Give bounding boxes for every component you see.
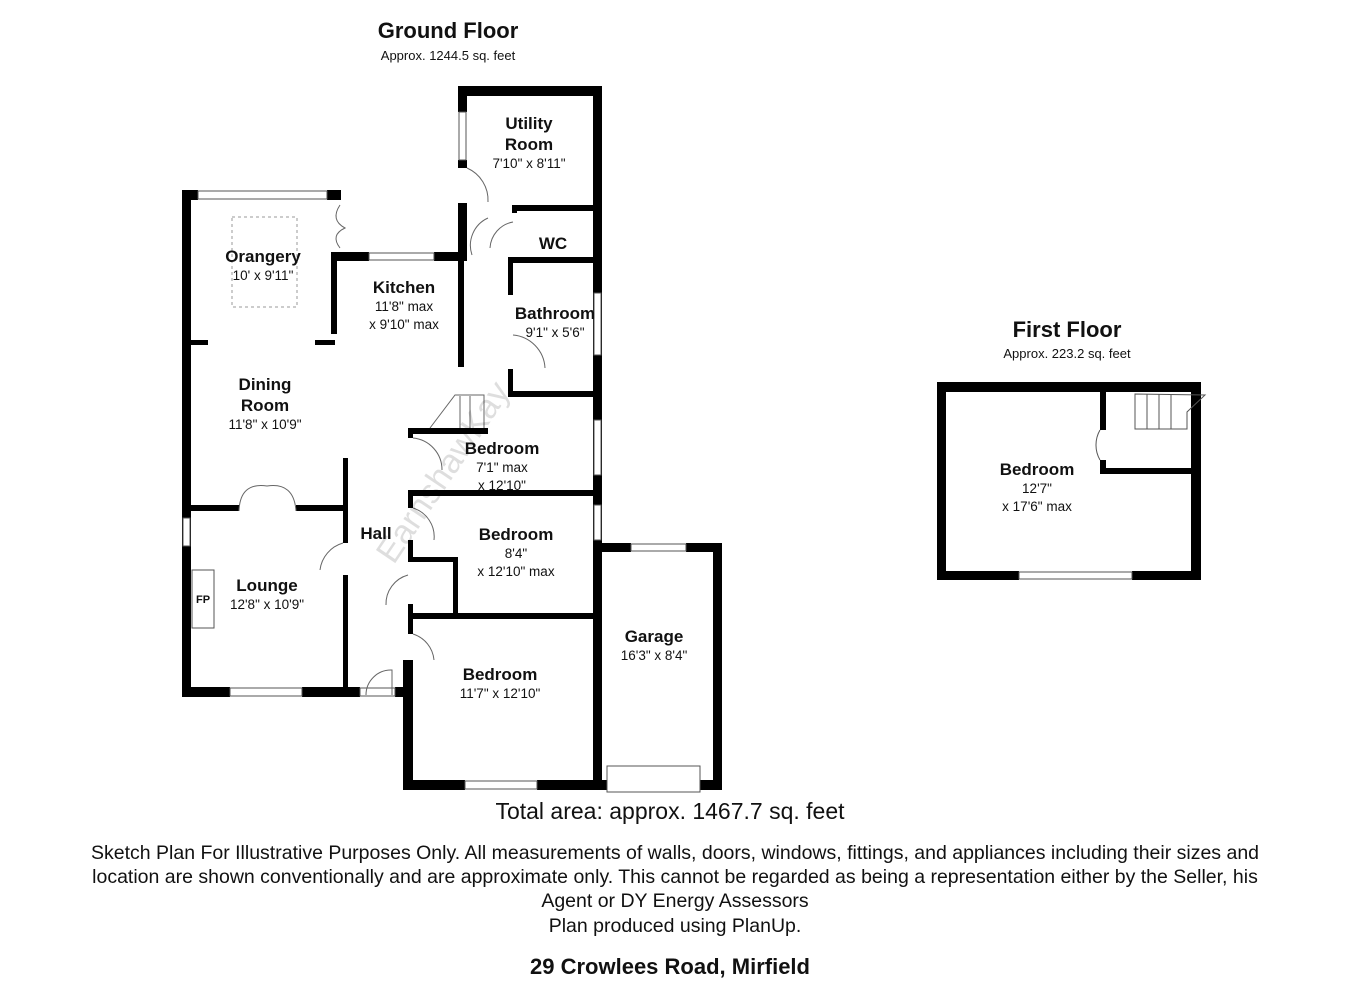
- room-wc: WC: [538, 234, 568, 253]
- first-floor-area: Approx. 223.2 sq. feet: [1003, 346, 1131, 361]
- windows: [182, 111, 701, 793]
- room-bathroom: Bathroom 9'1" x 5'6": [505, 303, 605, 342]
- room-bathroom-dims: 9'1" x 5'6": [525, 325, 585, 340]
- ground-floor-area: Approx. 1244.5 sq. feet: [380, 48, 516, 63]
- room-first-bedroom-name: Bedroom: [999, 460, 1075, 479]
- room-garage-name: Garage: [624, 627, 684, 646]
- room-bedroom-1-dims: 7'1" max x 12'10": [476, 460, 528, 493]
- room-kitchen-name: Kitchen: [372, 278, 436, 297]
- room-bathroom-name: Bathroom: [514, 304, 596, 323]
- room-lounge: Lounge 12'8" x 10'9": [207, 575, 327, 614]
- doors: [231, 167, 546, 696]
- room-orangery-name: Orangery: [225, 247, 301, 266]
- room-garage: Garage 16'3" x 8'4": [594, 626, 714, 665]
- fireplace-label: FP: [195, 594, 211, 606]
- room-lounge-dims: 12'8" x 10'9": [229, 597, 305, 612]
- disclaimer-line-3: Agent or DY Energy Assessors: [541, 890, 809, 912]
- room-bedroom-1-name: Bedroom: [464, 439, 540, 458]
- first-floor-title: First Floor: [1012, 317, 1122, 342]
- first-floor-walls: [937, 382, 1201, 580]
- room-lounge-name: Lounge: [236, 576, 298, 595]
- room-bedroom-1: Bedroom 7'1" max x 12'10": [442, 438, 562, 495]
- room-kitchen: Kitchen 11'8" max x 9'10" max: [344, 277, 464, 334]
- room-first-bedroom-dims: 12'7" x 17'6" max: [1002, 481, 1072, 514]
- produced-by: Plan produced using PlanUp.: [548, 915, 802, 937]
- room-bedroom-3: Bedroom 11'7" x 12'10": [440, 664, 560, 703]
- room-bedroom-2-name: Bedroom: [478, 525, 554, 544]
- room-bedroom-2-dims: 8'4" x 12'10" max: [477, 546, 555, 579]
- first-floor-fixtures: [1018, 393, 1207, 580]
- room-first-bedroom: Bedroom 12'7" x 17'6" max: [977, 459, 1097, 516]
- room-orangery: Orangery 10' x 9'11": [203, 246, 323, 285]
- property-address: 29 Crowlees Road, Mirfield: [530, 954, 810, 979]
- room-hall: Hall: [360, 524, 392, 543]
- total-area: Total area: approx. 1467.7 sq. feet: [495, 798, 845, 824]
- room-kitchen-dims: 11'8" max x 9'10" max: [369, 299, 439, 332]
- room-orangery-dims: 10' x 9'11": [232, 268, 294, 283]
- room-bedroom-2: Bedroom 8'4" x 12'10" max: [456, 524, 576, 581]
- disclaimer-line-1: Sketch Plan For Illustrative Purposes On…: [90, 842, 1260, 864]
- ground-floor-title: Ground Floor: [377, 18, 519, 43]
- disclaimer-line-2: location are shown conventionally and ar…: [92, 866, 1258, 888]
- ground-floor-walls: [182, 86, 722, 790]
- room-garage-dims: 16'3" x 8'4": [620, 648, 688, 663]
- staircase-ground: [429, 394, 485, 429]
- room-bedroom-3-name: Bedroom: [462, 665, 538, 684]
- room-bedroom-3-dims: 11'7" x 12'10": [459, 686, 541, 701]
- room-dining-dims: 11'8" x 10'9": [228, 417, 302, 432]
- room-utility-dims: 7'10" x 8'11": [492, 156, 566, 171]
